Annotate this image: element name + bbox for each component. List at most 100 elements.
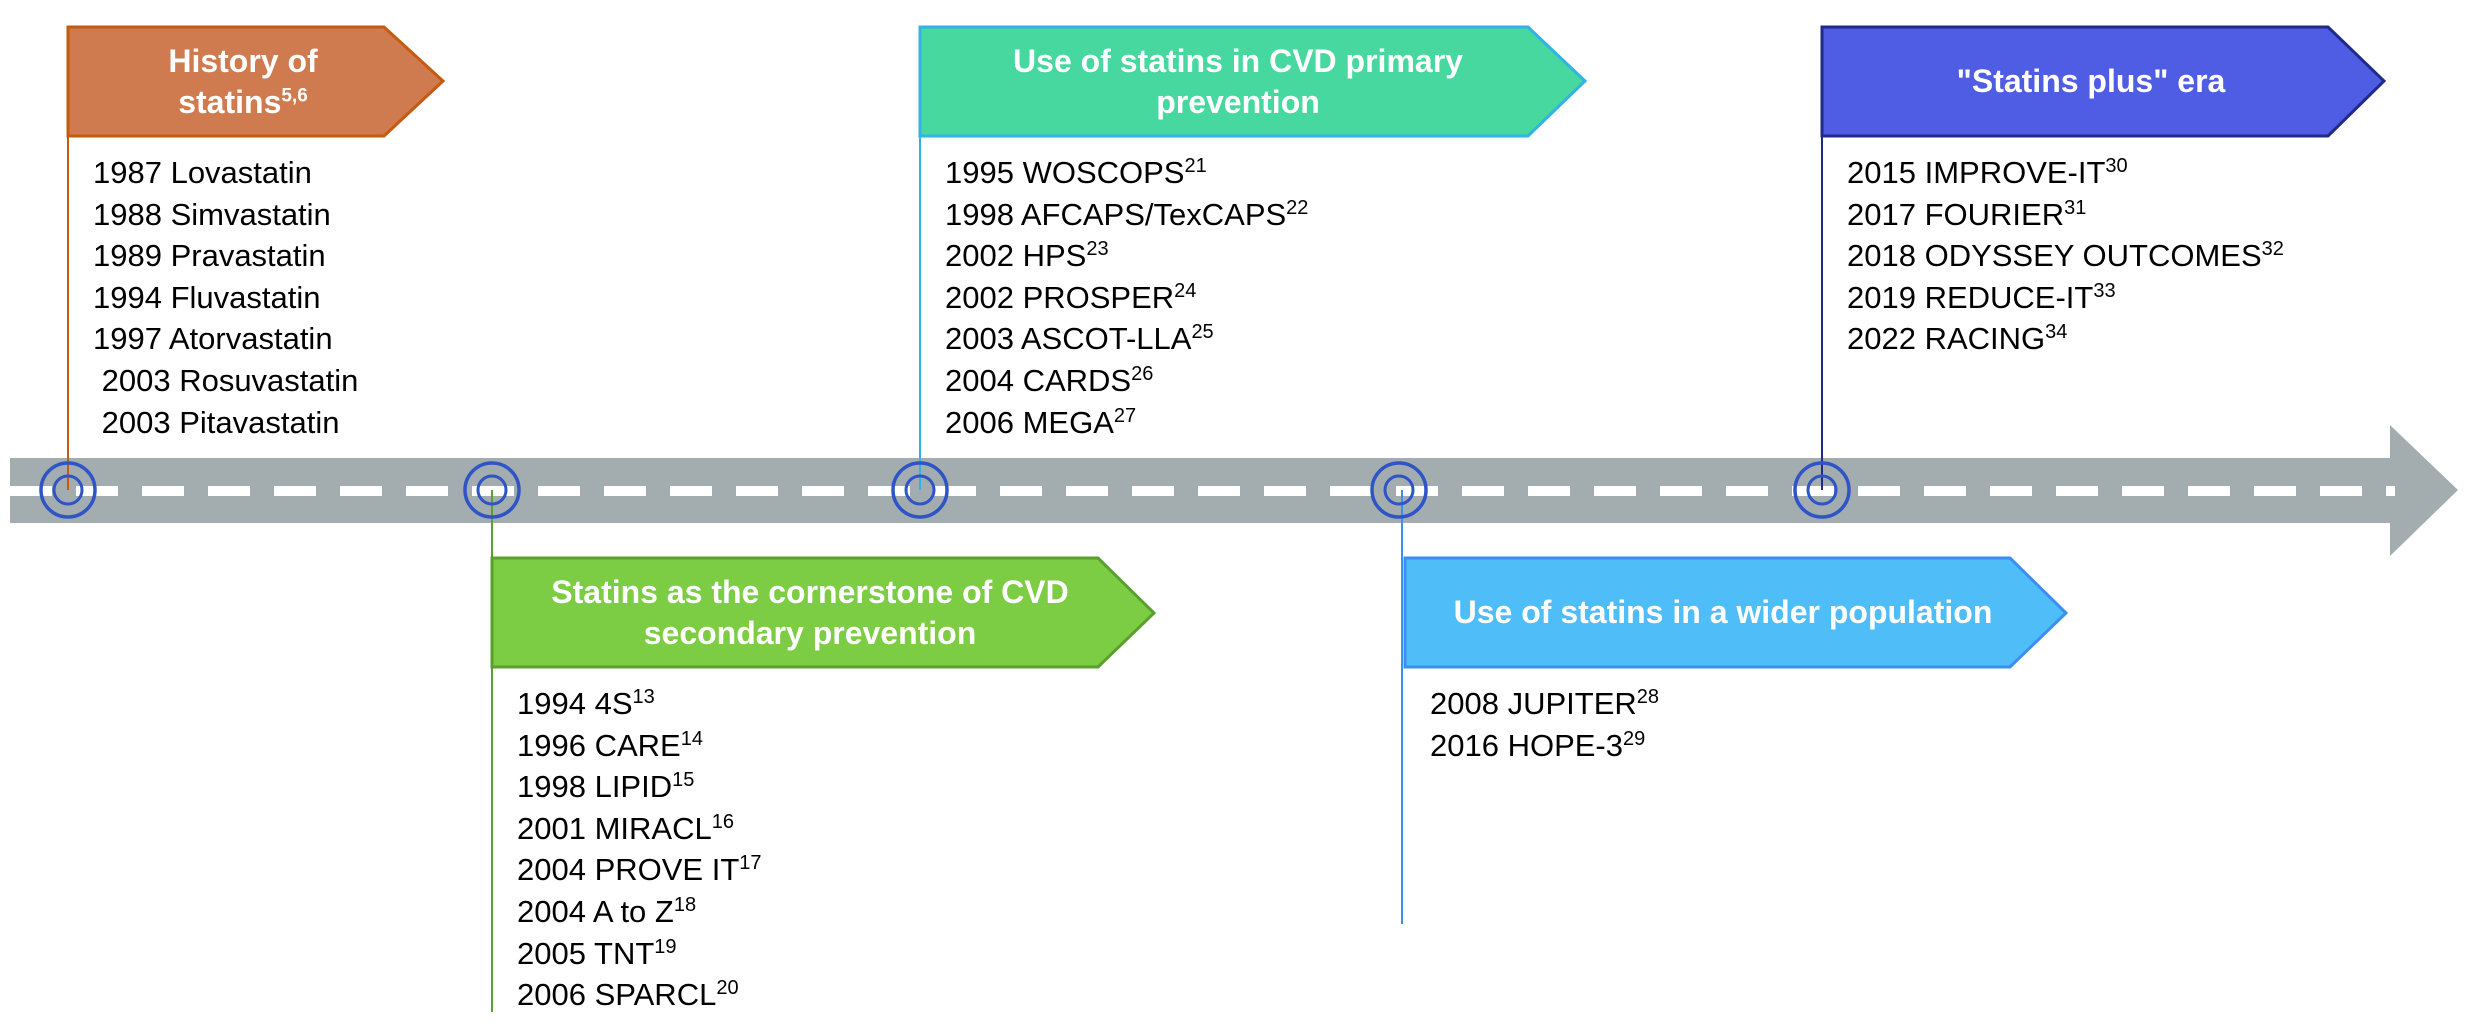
list-item: 1995 WOSCOPS21: [945, 152, 1308, 194]
timeline-node-3: [891, 461, 949, 519]
banner-shape-primary: [918, 25, 1588, 138]
timeline-node-4: [1370, 461, 1428, 519]
banner-title-wider: Use of statins in a wider population: [1405, 558, 2041, 667]
list-item-text: 2004 A to Z: [517, 893, 674, 929]
banner-title-line-text: "Statins plus" era: [1956, 63, 2226, 99]
list-item: 1987 Lovastatin: [93, 152, 358, 194]
banner-title-line: Use of statins in a wider population: [1454, 592, 1993, 633]
list-item-ref: 20: [716, 977, 739, 1000]
list-item: 1997 Atorvastatin: [93, 318, 358, 360]
banner-title-line: secondary prevention: [551, 613, 1068, 654]
list-item-text: 2001 MIRACL: [517, 810, 712, 846]
list-item-text: 1998 LIPID: [517, 769, 673, 805]
list-item-ref: 27: [1113, 404, 1137, 427]
list-item-text: 2002 PROSPER: [945, 279, 1175, 315]
list-item: 2005 TNT19: [517, 933, 762, 975]
banner-shape-navy: [1820, 25, 2387, 138]
list-item-text: 2006 MEGA: [945, 404, 1114, 440]
list-item-ref: 31: [2064, 196, 2087, 219]
list-item: 2002 PROSPER24: [945, 277, 1308, 319]
list-item-text: 1998 AFCAPS/TexCAPS: [945, 196, 1287, 232]
banner-title-line: statins5,6: [168, 82, 317, 123]
list-item-ref: 17: [739, 852, 762, 875]
list-item: 2018 ODYSSEY OUTCOMES32: [1847, 235, 2284, 277]
list-item-text: 2016 HOPE-3: [1430, 727, 1623, 763]
list-item: 2006 SPARCL20: [517, 974, 762, 1016]
list-item: 2017 FOURIER31: [1847, 194, 2284, 236]
banner-title-plus: "Statins plus" era: [1822, 27, 2360, 136]
list-item: 1996 CARE14: [517, 725, 762, 767]
list-item-ref: 15: [672, 769, 695, 792]
list-item: 2004 A to Z18: [517, 891, 762, 933]
banner-title-line: Statins as the cornerstone of CVD: [551, 572, 1068, 613]
banner-title-line-ref: 5,6: [281, 84, 308, 106]
list-item: 1994 4S13: [517, 683, 762, 725]
list-item-text: 2015 IMPROVE-IT: [1847, 155, 2106, 190]
list-item-text: 2003 Rosuvastatin: [93, 362, 359, 398]
list-item: 1998 LIPID15: [517, 766, 762, 808]
list-item-ref: 25: [1191, 321, 1214, 344]
list-item-ref: 30: [2105, 155, 2128, 177]
list-item-ref: 24: [1174, 279, 1197, 302]
list-item-ref: 21: [1184, 155, 1207, 177]
list-item-text: 2018 ODYSSEY OUTCOMES: [1847, 238, 2262, 274]
list-item: 2022 RACING34: [1847, 318, 2284, 360]
banner-title-line-text: History of: [168, 42, 318, 79]
list-item-ref: 18: [673, 893, 697, 916]
timeline-node-5: [1793, 461, 1851, 519]
banner-title-line-text: Statins as the cornerstone of CVD: [551, 573, 1069, 610]
list-item-text: 1997 Atorvastatin: [93, 321, 333, 357]
banner-title-line-text: prevention: [1156, 83, 1320, 120]
list-item: 1988 Simvastatin: [93, 194, 358, 236]
list-item-ref: 28: [1636, 686, 1660, 708]
banner-title-line: History of: [168, 41, 317, 82]
list-item: 2004 PROVE IT17: [517, 849, 762, 891]
list-item-text: 2002 HPS: [945, 238, 1087, 274]
list-item: 1994 Fluvastatin: [93, 277, 358, 319]
list-item-text: 1995 WOSCOPS: [945, 155, 1185, 190]
list-item-text: 1994 4S: [517, 686, 633, 721]
banner-title-line-text: statins: [178, 83, 282, 120]
road-arrowhead: [2390, 425, 2458, 556]
list-item-ref: 32: [2261, 238, 2284, 261]
list-item-text: 1987 Lovastatin: [93, 155, 312, 190]
list-item: 1998 AFCAPS/TexCAPS22: [945, 194, 1308, 236]
list-item-text: 1996 CARE: [517, 727, 681, 763]
list-item: 2001 MIRACL16: [517, 808, 762, 850]
list-item-ref: 13: [632, 686, 655, 708]
list-item-text: 2005 TNT: [517, 935, 655, 971]
list-history: 1987 Lovastatin 1988 Simvastatin 1989 Prav…: [93, 152, 358, 443]
list-item-text: 1988 Simvastatin: [93, 196, 331, 232]
banner-title-secondary: Statins as the cornerstone of CVD seconda…: [492, 558, 1128, 667]
list-item-ref: 19: [654, 935, 677, 958]
list-item-text: 2008 JUPITER: [1430, 686, 1637, 721]
list-item: 2003 Pitavastatin: [93, 402, 358, 444]
list-item-text: 2019 REDUCE-IT: [1847, 279, 2094, 315]
banner-title-line: "Statins plus" era: [1957, 61, 2226, 102]
list-item: 2015 IMPROVE-IT30: [1847, 152, 2284, 194]
list-item-ref: 23: [1086, 238, 1109, 261]
timeline-node-1: [39, 461, 97, 519]
list-item-ref: 33: [2093, 279, 2116, 302]
list-item-text: 2006 SPARCL: [517, 977, 717, 1013]
timeline-node-2: [463, 461, 521, 519]
list-item-ref: 29: [1623, 727, 1646, 750]
timeline-road: [10, 425, 2458, 556]
banner-title-line: prevention: [1013, 82, 1463, 123]
list-item-text: 2022 RACING: [1847, 321, 2046, 357]
banner-title-line-text: Use of statins in a wider population: [1453, 594, 1993, 630]
list-item-text: 2003 Pitavastatin: [93, 404, 340, 440]
banner-title-line-text: secondary prevention: [643, 614, 977, 651]
list-item-text: 1994 Fluvastatin: [93, 279, 321, 315]
list-item-text: 1989 Pravastatin: [93, 238, 326, 274]
list-item: 2006 MEGA27: [945, 402, 1308, 444]
list-item: 2008 JUPITER28: [1430, 683, 1659, 725]
banner-shape-secondary: [490, 556, 1157, 669]
list-item-text: 2017 FOURIER: [1847, 196, 2065, 232]
